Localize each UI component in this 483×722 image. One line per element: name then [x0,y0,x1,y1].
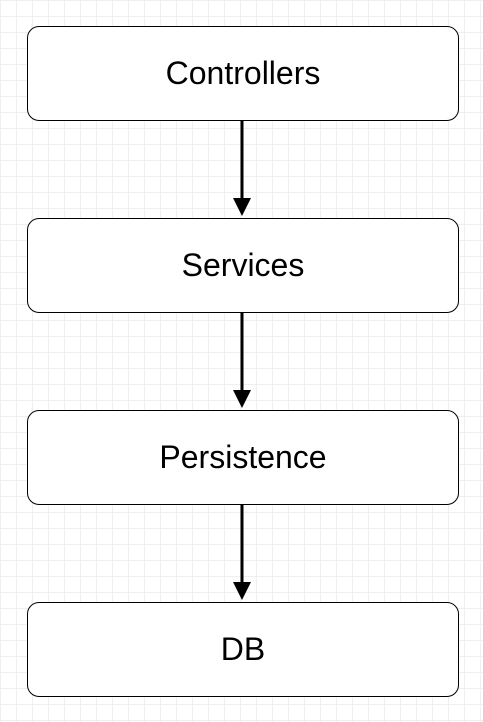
node-label-services: Services [181,247,305,283]
node-services[interactable]: Services [27,218,459,313]
edge-controllers-to-services [233,121,251,216]
node-label-persistence: Persistence [159,439,327,475]
arrowhead-icon [233,582,251,600]
node-label-controllers: Controllers [165,55,321,91]
arrowhead-icon [233,198,251,216]
arrowhead-icon [233,390,251,408]
node-label-db: DB [220,631,266,667]
node-persistence[interactable]: Persistence [27,410,459,505]
edge-services-to-persistence [233,313,251,408]
node-db[interactable]: DB [27,602,459,697]
node-controllers[interactable]: Controllers [27,26,459,121]
edge-persistence-to-db [233,505,251,600]
